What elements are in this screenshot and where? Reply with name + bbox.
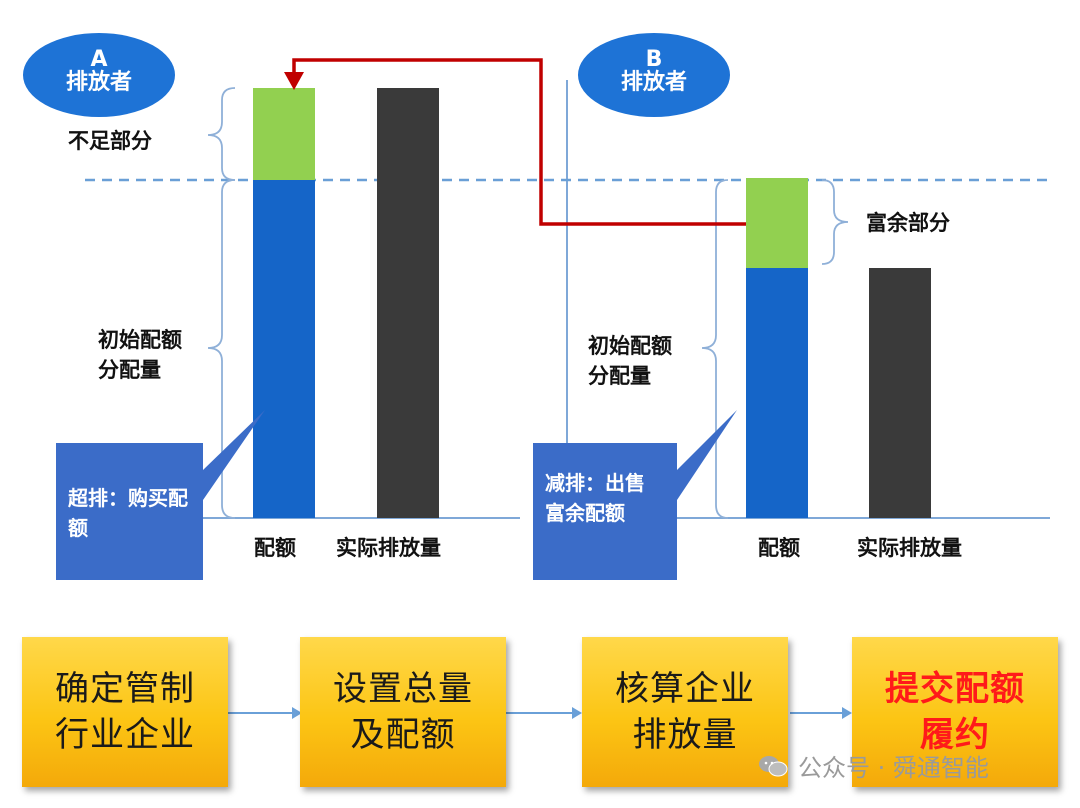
process-step-2: 设置总量及配额 [300, 637, 506, 787]
process-step-4: 提交配额履约 [852, 637, 1058, 787]
transfer-arrowhead [284, 72, 304, 90]
wechat-icon [759, 755, 788, 776]
surplus-label: 富余部分 [866, 211, 950, 235]
flow-arrowhead-3 [842, 707, 852, 719]
process-step-4-label: 提交配额履约 [885, 669, 1025, 755]
left-initial-allocation-label: 初始配额分配量 [98, 328, 182, 382]
right-callout-text: 减排：出售富余配额 [545, 471, 645, 525]
right-quota-bar-blue [746, 268, 808, 518]
right-surplus-bar-green [746, 178, 808, 268]
flow-arrowhead-1 [292, 707, 302, 719]
right-allocation-brace [701, 179, 729, 519]
left-allocation-brace [207, 179, 236, 519]
emitter-b-ellipse [578, 33, 730, 117]
emitter-a-letter: A [90, 47, 108, 72]
transfer-arrow [292, 58, 746, 226]
process-step-3-label: 核算企业排放量 [615, 669, 755, 755]
right-initial-allocation-label: 初始配额分配量 [588, 334, 672, 388]
emitter-b-label: B 排放者 [594, 48, 714, 94]
right-actual-bar [869, 268, 931, 518]
left-quota-label: 配额 [254, 536, 296, 560]
watermark: 公众号 · 舜通智能 [758, 748, 989, 783]
shortfall-label: 不足部分 [68, 129, 152, 153]
left-actual-label: 实际排放量 [336, 536, 441, 560]
right-actual-label: 实际排放量 [857, 536, 962, 560]
process-step-3: 核算企业排放量 [582, 637, 788, 787]
process-step-2-label: 设置总量及配额 [333, 669, 473, 755]
left-callout-text: 超排：购买配额 [68, 486, 188, 540]
process-step-1-label: 确定管制行业企业 [55, 669, 195, 755]
left-actual-bar [377, 88, 439, 518]
watermark-text: 公众号 · 舜通智能 [798, 754, 989, 782]
left-callout-box [56, 410, 265, 580]
left-shortfall-bar-green [253, 88, 315, 180]
emitter-a-label: A 排放者 [39, 48, 159, 94]
emitter-a-ellipse [23, 33, 175, 117]
process-step-1: 确定管制行业企业 [22, 637, 228, 787]
emitter-a-name: 排放者 [65, 70, 132, 96]
left-shortfall-brace [207, 87, 236, 181]
right-quota-label: 配额 [758, 536, 800, 560]
right-surplus-brace [821, 179, 849, 265]
emitter-b-name: 排放者 [620, 70, 687, 96]
flow-arrowhead-2 [572, 707, 582, 719]
emitter-b-letter: B [645, 47, 663, 72]
left-quota-bar-blue [253, 180, 315, 518]
right-callout-box [533, 410, 737, 580]
